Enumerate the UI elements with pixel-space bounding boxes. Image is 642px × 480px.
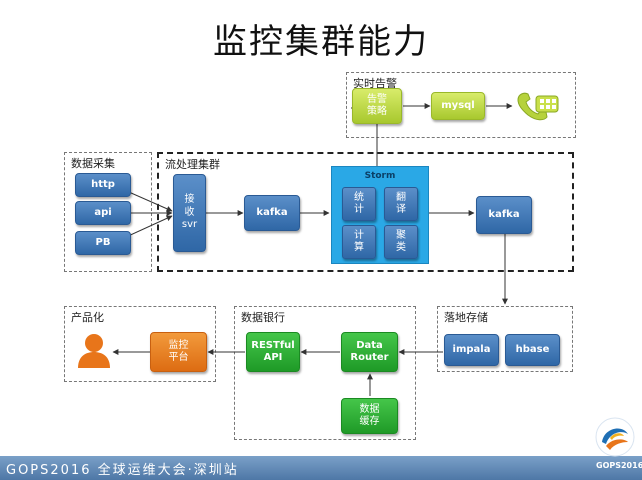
pb-node: PB	[75, 231, 131, 255]
group-label-bank: 数据银行	[241, 311, 285, 324]
group-stream-cluster: 流处理集群	[157, 152, 574, 272]
mysql-node: mysql	[431, 92, 485, 120]
storm-cluster-node: 聚 类	[384, 225, 418, 259]
user-icon	[76, 332, 112, 374]
footer-text: GOPS2016 全球运维大会·深圳站	[6, 463, 239, 478]
kafka-node-1: kafka	[244, 195, 300, 231]
footer-logo-text: GOPS2016	[596, 461, 642, 470]
monitor-platform-node: 监控 平台	[150, 332, 207, 372]
data-cache-node: 数据 缓存	[341, 398, 398, 434]
receiver-svr-node: 接 收 svr	[173, 174, 206, 252]
storm-compute-node: 计 算	[342, 225, 376, 259]
footer-bar: GOPS2016 全球运维大会·深圳站	[0, 456, 642, 480]
impala-node: impala	[444, 334, 499, 366]
group-label-stream: 流处理集群	[165, 158, 220, 171]
http-node: http	[75, 173, 131, 197]
api-node: api	[75, 201, 131, 225]
storm-cluster-box: Storm 统 计 翻 译 计 算 聚 类	[331, 166, 429, 264]
group-label-collect: 数据采集	[71, 157, 115, 170]
restful-api-node: RESTful API	[246, 332, 300, 372]
group-label-storage: 落地存储	[444, 311, 488, 324]
phone-icon	[514, 90, 560, 126]
storm-translate-node: 翻 译	[384, 187, 418, 221]
group-label-product: 产品化	[71, 311, 104, 324]
kafka-node-2: kafka	[476, 196, 532, 234]
group-label-alert: 实时告警	[353, 77, 397, 90]
data-router-node: Data Router	[341, 332, 398, 372]
storm-stat-node: 统 计	[342, 187, 376, 221]
hbase-node: hbase	[505, 334, 560, 366]
storm-label: Storm	[364, 171, 396, 181]
alert-policy-node: 告警 策略	[352, 88, 402, 124]
page-title: 监控集群能力	[213, 22, 429, 62]
gops-logo-icon	[594, 416, 636, 462]
